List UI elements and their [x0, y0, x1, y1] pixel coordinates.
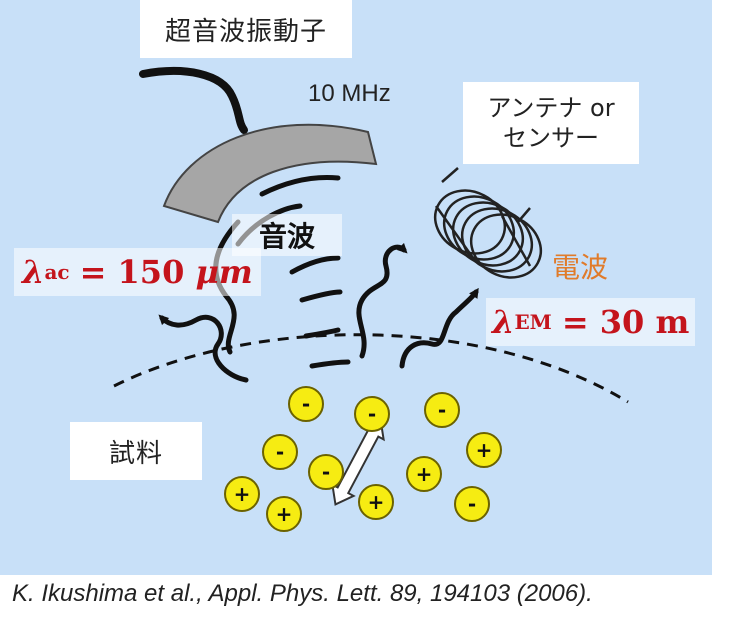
sample-label: 試料	[70, 422, 202, 480]
wavelength-unit: μm	[195, 253, 253, 291]
emission-arrow-left	[158, 314, 249, 383]
charge-positive: +	[466, 432, 502, 468]
wavelength-unit: m	[655, 303, 690, 341]
lambda-symbol: λ	[22, 253, 45, 291]
wavelength-value: 30	[599, 303, 645, 341]
antenna-label-line1: アンテナ or	[487, 94, 615, 122]
em-wave-label: 電波	[552, 251, 609, 284]
transducer-cable	[139, 66, 248, 134]
antenna-coil	[433, 167, 543, 279]
equals-sign: =	[561, 303, 589, 341]
charge-positive: +	[224, 476, 260, 512]
frequency-label: 10 MHz	[308, 80, 391, 107]
charge-negative: -	[262, 434, 298, 470]
antenna-label: アンテナ or センサー	[463, 82, 639, 164]
charge-negative: -	[354, 396, 390, 432]
transducer-label: 超音波振動子	[140, 0, 352, 58]
charge-positive: +	[358, 484, 394, 520]
charge-negative: -	[424, 392, 460, 428]
sample-boundary	[113, 333, 629, 404]
emission-arrow-center	[356, 242, 408, 359]
emission-arrow-right	[399, 287, 479, 369]
sound-wavefronts	[235, 175, 351, 369]
lambda-symbol: λ	[492, 303, 515, 341]
lambda-subscript: ac	[44, 260, 70, 284]
charge-positive: +	[266, 496, 302, 532]
charge-negative: -	[454, 486, 490, 522]
charge-negative: -	[308, 454, 344, 490]
ultrasonic-transducer	[162, 123, 378, 224]
antenna-label-line2: センサー	[503, 124, 599, 152]
citation: K. Ikushima et al., Appl. Phys. Lett. 89…	[12, 580, 593, 607]
equals-sign: =	[79, 253, 107, 291]
wavelength-value: 150	[117, 253, 185, 291]
charge-negative: -	[288, 386, 324, 422]
lambda-subscript: EM	[514, 310, 552, 334]
charge-positive: +	[406, 456, 442, 492]
